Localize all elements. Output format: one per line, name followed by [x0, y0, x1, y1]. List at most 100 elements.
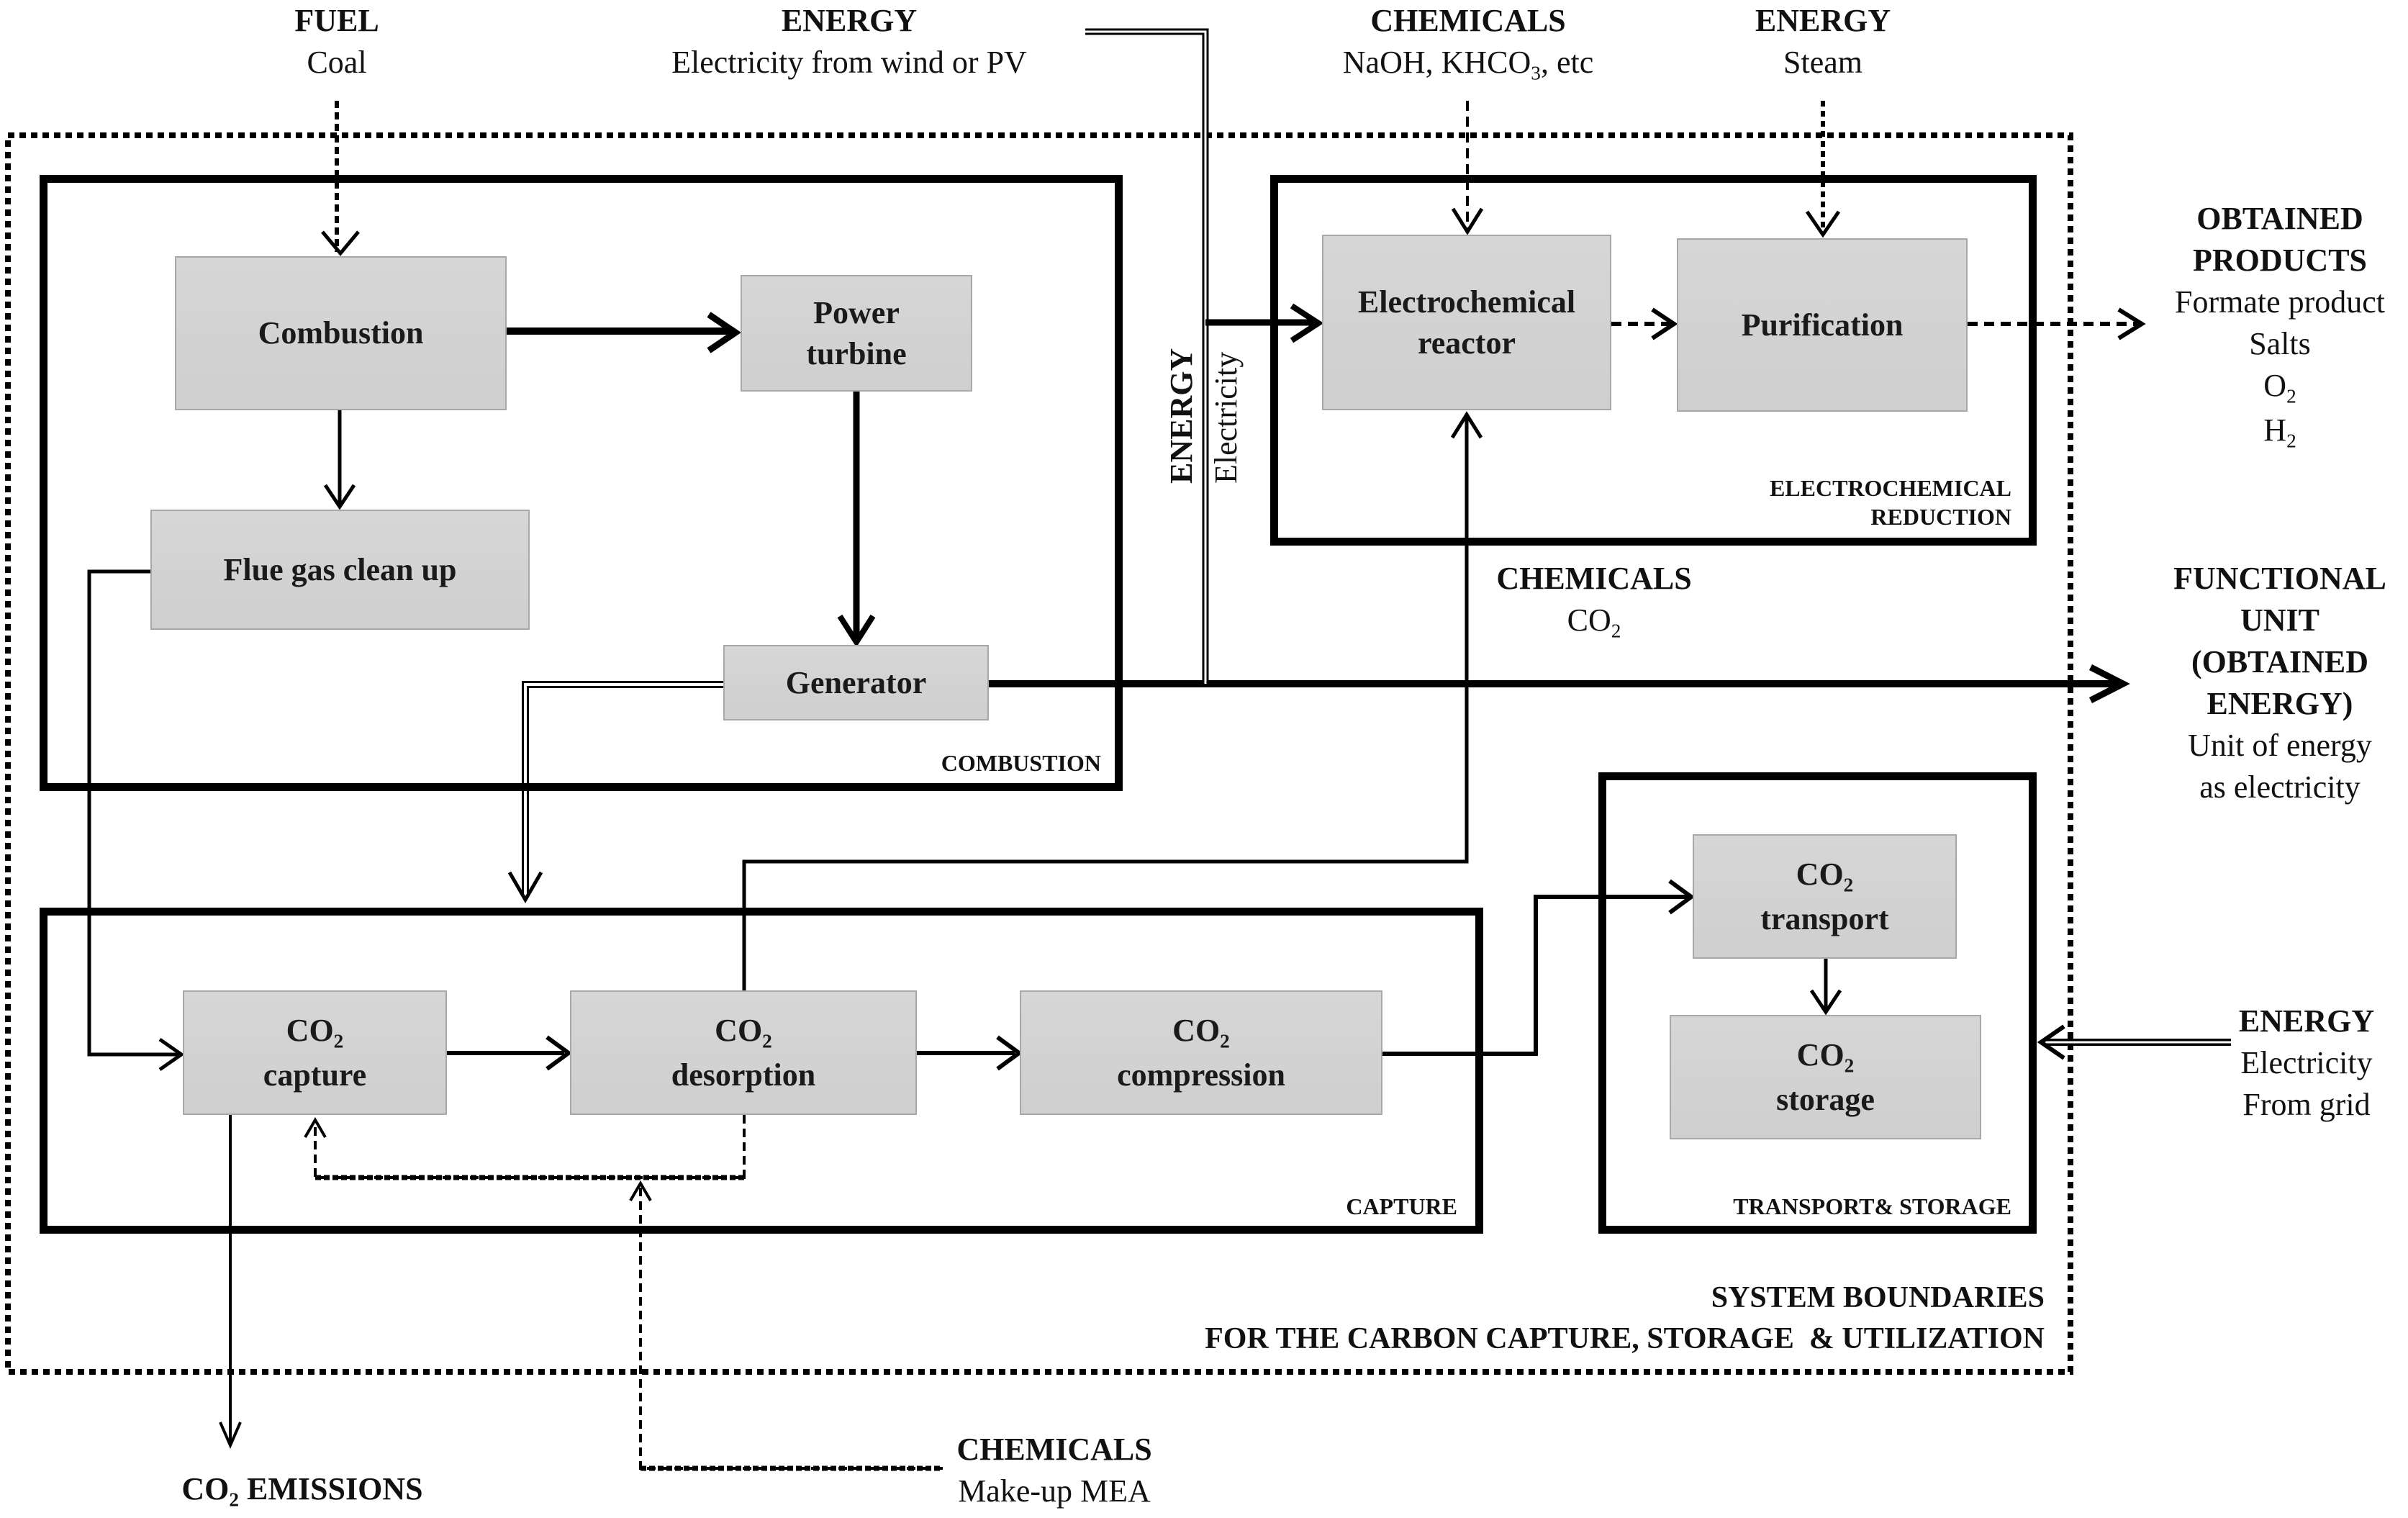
output-products-item-o2: O2 [2263, 368, 2296, 407]
output-co2-emissions: CO2 EMISSIONS [181, 1471, 423, 1511]
node-co2-compression-formula: CO2 [1172, 1012, 1230, 1052]
input-energy-grid-heading: ENERGY [2238, 1003, 2375, 1039]
input-chemicals-co2-heading: CHEMICALS [1496, 561, 1692, 596]
node-generator-label: Generator [785, 664, 927, 700]
group-electrochemical-label: ELECTROCHEMICAL REDUCTION [1655, 474, 2011, 531]
makeup-mea-arrow [629, 1180, 943, 1471]
input-chemicals-top: CHEMICALS NaOH, KHCO3, etc [1288, 0, 1648, 86]
desorption-to-reactor-arrow [742, 411, 1483, 990]
output-products-heading1: OBTAINED [2196, 201, 2363, 236]
group-electrochemical-label-line2: REDUCTION [1870, 504, 2011, 530]
node-co2-storage-formula: CO2 [1796, 1036, 1855, 1077]
input-energy-steam-text: Steam [1783, 45, 1862, 81]
output-products-item-formate: Formate product [2174, 284, 2386, 320]
group-combustion-label: COMBUSTION [941, 750, 1101, 776]
input-energy-grid-line2: From grid [2242, 1087, 2371, 1123]
flue-to-capture-arrow [87, 569, 185, 1072]
output-functional-heading2: UNIT [2240, 602, 2320, 638]
group-capture [40, 908, 1483, 1234]
node-power-turbine-line1: Power [813, 294, 900, 330]
group-transport-storage [1598, 772, 2037, 1234]
node-purification-label: Purification [1741, 307, 1904, 343]
node-co2-desorption-formula: CO2 [715, 1012, 772, 1052]
system-boundaries-line2: FOR THE CARBON CAPTURE, STORAGE & UTILIZ… [1205, 1322, 2045, 1355]
group-electrochemical-label-line1: ELECTROCHEMICAL [1769, 475, 2011, 501]
node-co2-compression[interactable]: CO2 compression [1020, 990, 1382, 1115]
input-energy-wind-heading: ENERGY [781, 3, 918, 38]
input-energy-wind-text: Electricity from wind or PV [671, 45, 1027, 81]
input-chemicals-co2: CHEMICALS CO2 [1475, 558, 1713, 644]
steam-to-purification-arrow [1805, 101, 1841, 238]
combustion-to-turbine-arrow [507, 312, 742, 353]
output-functional-heading4: ENERGY) [2206, 686, 2353, 722]
electricity-feed-line [1085, 28, 1324, 684]
node-co2-transport[interactable]: CO2 transport [1693, 834, 1957, 959]
node-combustion[interactable]: Combustion [175, 256, 507, 410]
output-functional-heading3: (OBTAINED [2191, 644, 2369, 680]
input-energy-vertical: ENERGY [1164, 348, 1199, 484]
node-co2-transport-label: transport [1760, 900, 1889, 936]
group-capture-label: CAPTURE [1346, 1193, 1457, 1219]
node-co2-storage[interactable]: CO2 storage [1670, 1015, 1981, 1139]
input-energy-steam-heading: ENERGY [1755, 3, 1891, 38]
node-purification[interactable]: Purification [1677, 238, 1968, 412]
input-chemicals-mea-heading: CHEMICALS [956, 1432, 1152, 1467]
capture-to-desorption-arrow [447, 1035, 573, 1071]
input-energy-vertical-heading: ENERGY [1164, 348, 1199, 484]
node-co2-storage-label: storage [1776, 1081, 1875, 1117]
output-functional-line2: as electricity [2199, 769, 2361, 805]
input-energy-steam: ENERGY Steam [1715, 0, 1931, 83]
transport-to-storage-arrow [1809, 959, 1842, 1016]
node-co2-transport-formula: CO2 [1796, 856, 1854, 896]
output-products-heading2: PRODUCTS [2192, 243, 2368, 279]
node-generator[interactable]: Generator [723, 645, 989, 720]
grid-energy-arrow [2037, 1024, 2231, 1060]
input-energy-wind: ENERGY Electricity from wind or PV [633, 0, 1065, 83]
node-co2-desorption-label: desorption [671, 1057, 816, 1093]
output-functional-line1: Unit of energy [2188, 728, 2372, 764]
input-fuel-heading: FUEL [294, 3, 379, 38]
group-combustion [40, 175, 1123, 791]
emissions-arrow [219, 1115, 242, 1449]
node-combustion-label: Combustion [258, 315, 424, 351]
output-products-item-salts: Salts [2249, 326, 2311, 362]
purification-to-products-arrow [1968, 307, 2146, 340]
generator-to-functional-unit-arrow [989, 664, 2130, 704]
input-chemicals-mea: CHEMICALS Make-up MEA [928, 1429, 1180, 1512]
input-energy-vertical-sub: Electricity [1208, 351, 1244, 484]
node-power-turbine-line2: turbine [806, 336, 907, 371]
input-energy-vertical-text: Electricity [1208, 351, 1244, 484]
input-chemicals-top-text: NaOH, KHCO3, etc [1342, 45, 1594, 84]
generator-to-capture-arrow [507, 681, 723, 903]
compression-to-transport-arrow [1382, 879, 1696, 1056]
input-chemicals-mea-text: Make-up MEA [958, 1473, 1151, 1509]
node-co2-capture[interactable]: CO2 capture [183, 990, 447, 1115]
turbine-to-generator-arrow [837, 392, 876, 648]
input-chemicals-co2-text: CO2 [1567, 602, 1621, 642]
input-chemicals-top-heading: CHEMICALS [1370, 3, 1566, 38]
node-ec-reactor-line1: Electrochemical [1357, 284, 1576, 320]
output-obtained-products: OBTAINED PRODUCTS Formate product Salts … [2152, 198, 2408, 453]
node-electrochemical-reactor[interactable]: Electrochemical reactor [1322, 235, 1611, 410]
combustion-to-flue-arrow [323, 410, 356, 510]
input-fuel-text: Coal [307, 45, 367, 81]
node-flue-gas-label: Flue gas clean up [223, 551, 457, 587]
group-transport-storage-label: TRANSPORT& STORAGE [1733, 1193, 2011, 1219]
system-boundaries-line1: SYSTEM BOUNDARIES [1711, 1281, 2045, 1314]
node-co2-capture-formula: CO2 [286, 1012, 344, 1052]
reactor-to-purification-arrow [1611, 307, 1678, 340]
output-functional-heading1: FUNCTIONAL [2173, 561, 2386, 596]
group-electrochemical-reduction [1270, 175, 2037, 546]
output-products-item-h2: H2 [2263, 412, 2296, 452]
chemicals-to-reactor-arrow [1451, 101, 1484, 235]
node-flue-gas-clean-up[interactable]: Flue gas clean up [150, 510, 530, 630]
node-ec-reactor-line2: reactor [1418, 325, 1516, 361]
desorption-to-compression-arrow [917, 1035, 1023, 1071]
node-co2-desorption[interactable]: CO2 desorption [570, 990, 917, 1115]
input-energy-grid-line1: Electricity [2240, 1045, 2373, 1081]
input-energy-grid: ENERGY Electricity From grid [2209, 1000, 2404, 1126]
input-fuel: FUEL Coal [229, 0, 445, 83]
system-boundaries-caption: SYSTEM BOUNDARIES FOR THE CARBON CAPTURE… [1205, 1278, 2045, 1359]
node-power-turbine[interactable]: Power turbine [741, 275, 972, 392]
